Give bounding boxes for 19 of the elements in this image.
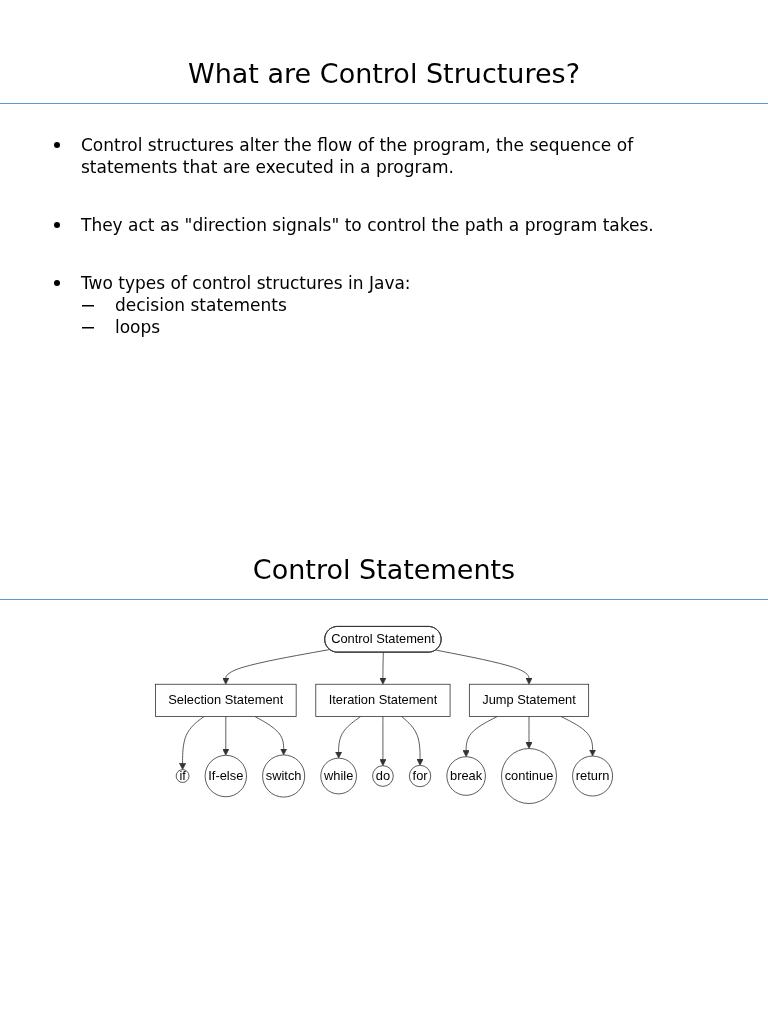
slide-title: What are Control Structures? <box>0 0 768 104</box>
node-circle: for <box>408 764 432 788</box>
slide-title: Control Statements <box>0 554 768 600</box>
sub-bullet-text: loops <box>115 317 161 337</box>
node-box: Iteration Statement <box>315 683 451 717</box>
node-circle: If-else <box>204 754 247 798</box>
node-circle: switch <box>262 754 306 798</box>
node-box: Selection Statement <box>155 683 297 717</box>
node-circle: while <box>320 757 357 795</box>
node-box: Jump Statement <box>468 683 590 717</box>
bullet-text: They act as "direction signals" to control the path a program takes. <box>81 215 654 235</box>
node-circle: if <box>175 769 190 783</box>
bullet-text: Two types of control structures in Java: <box>81 273 411 293</box>
node-circle: return <box>572 755 613 797</box>
node-circle: continue <box>501 748 557 804</box>
node-circle: do <box>372 765 394 787</box>
node-circle: break <box>446 756 486 796</box>
bullet-text: Control structures alter the flow of the program, the sequence of statements that are executed in a program. <box>81 135 634 177</box>
sub-bullet-text: decision statements <box>115 295 287 315</box>
